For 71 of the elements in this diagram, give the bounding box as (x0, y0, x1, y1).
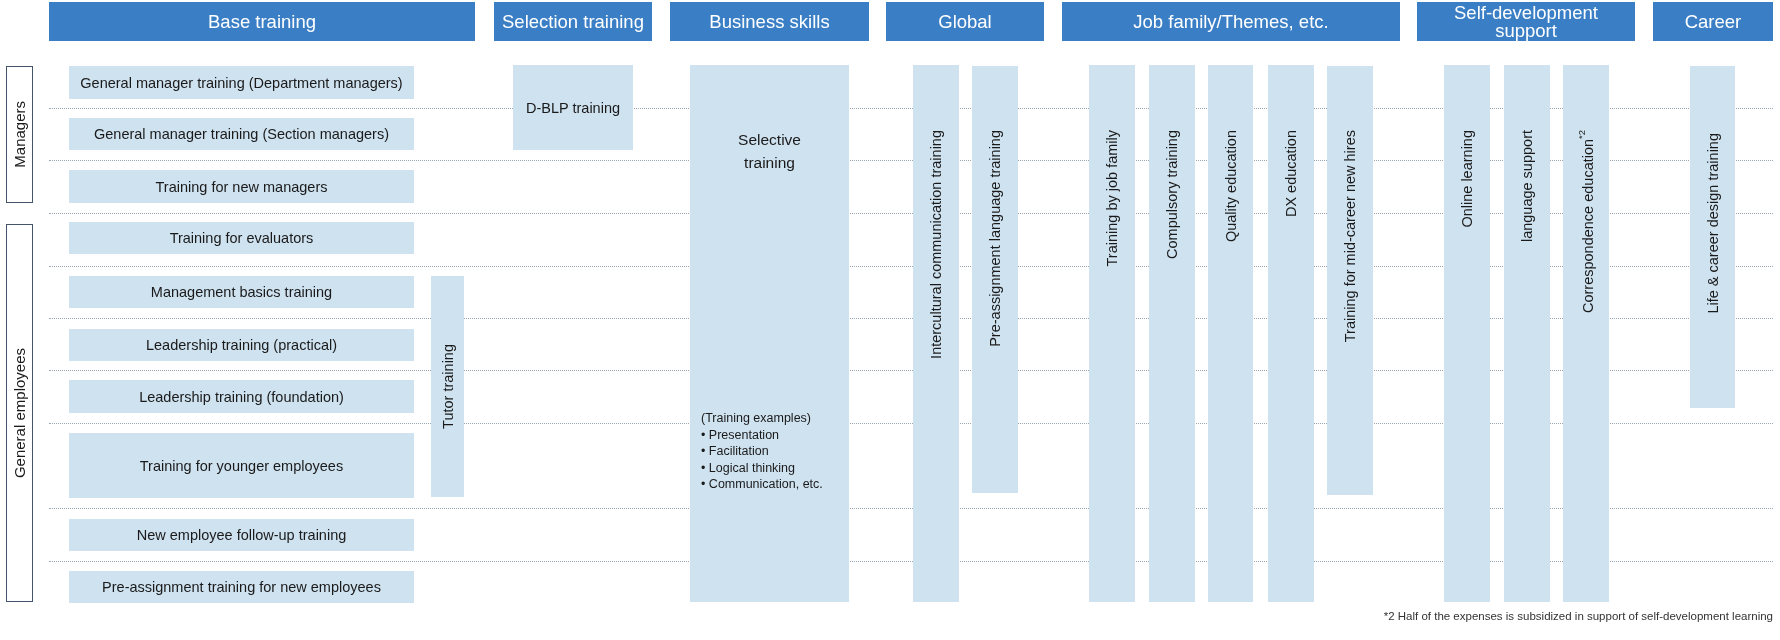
program-label: D-BLP training (526, 99, 620, 116)
header-label: Business skills (709, 12, 830, 31)
program-label: Quality education (1222, 130, 1239, 243)
program-label: New employee follow-up training (136, 527, 347, 543)
program-box (69, 276, 414, 308)
program-label: DX education (1283, 130, 1299, 218)
program-label: Tutor training (439, 344, 456, 429)
program-label: General manager training (Department managers) (80, 74, 403, 91)
program-box (69, 519, 414, 551)
program-label: Training for evaluators (169, 230, 314, 246)
program-bar (431, 276, 464, 497)
program-label: Leadership training (foundation) (139, 388, 344, 405)
footnote: *2 Half of the expenses is subsidized in support of self-development learning (1383, 610, 1773, 622)
program-label: Training by job family (1104, 130, 1120, 267)
program-label: language support (1519, 130, 1535, 243)
program-bar (913, 65, 959, 602)
bullet-item: • Communication, etc. (701, 476, 823, 493)
program-bar (972, 66, 1018, 493)
program-bar (1268, 65, 1314, 602)
category-header (49, 2, 475, 41)
program-bar (1327, 66, 1373, 495)
program-bar (1563, 65, 1609, 602)
program-label: Compulsory training (1164, 130, 1180, 259)
program-box (69, 380, 414, 413)
program-box (69, 329, 414, 361)
program-box (69, 170, 414, 203)
program-panel (690, 65, 849, 602)
category-header (1417, 2, 1635, 41)
category-header (670, 2, 869, 41)
category-header (1062, 2, 1400, 41)
program-bar (1690, 66, 1735, 408)
header-label: Self-development support (1453, 3, 1599, 40)
program-label: Training for mid-career new hires (1342, 130, 1358, 343)
program-box (513, 65, 633, 150)
examples-heading: (Training examples) (701, 410, 811, 427)
header-label: Base training (208, 12, 316, 31)
group-label: General employees (11, 347, 28, 479)
program-bar (1149, 65, 1195, 602)
program-label: Management basics training (150, 284, 333, 300)
group-label-box (6, 66, 33, 203)
program-label: General manager training (Section managers) (94, 126, 389, 142)
program-label: Leadership training (practical) (146, 337, 337, 353)
bullet-item: • Facilitation (701, 443, 769, 460)
group-label-box (6, 224, 33, 602)
header-label: Global (938, 12, 992, 31)
program-box (69, 118, 414, 150)
category-header (886, 2, 1044, 41)
program-label: Training for new managers (155, 178, 328, 195)
program-bar (1444, 65, 1490, 602)
group-label: Managers (11, 101, 28, 168)
program-label: Pre-assignment language training (987, 130, 1003, 347)
program-box (69, 433, 414, 498)
program-label: Online learning (1459, 130, 1475, 228)
header-label: Job family/Themes, etc. (1133, 12, 1329, 31)
program-label: Intercultural communication training (928, 130, 944, 359)
program-label: Training for younger employees (139, 457, 344, 474)
category-header (1653, 2, 1773, 41)
program-box (69, 66, 414, 99)
header-label: Career (1684, 12, 1742, 31)
program-label: Selective training (737, 130, 802, 173)
program-bar (1089, 65, 1135, 602)
bullet-item: • Logical thinking (701, 459, 796, 476)
header-label: Selection training (502, 12, 644, 31)
program-label: Pre-assignment training for new employees (102, 579, 381, 595)
program-box (69, 222, 414, 254)
bullet-item: • Presentation (701, 426, 780, 443)
category-header (494, 2, 652, 41)
program-bar (1504, 65, 1550, 602)
program-label: Life & career design training (1704, 133, 1721, 314)
program-box (69, 571, 414, 603)
program-bar (1208, 65, 1253, 602)
